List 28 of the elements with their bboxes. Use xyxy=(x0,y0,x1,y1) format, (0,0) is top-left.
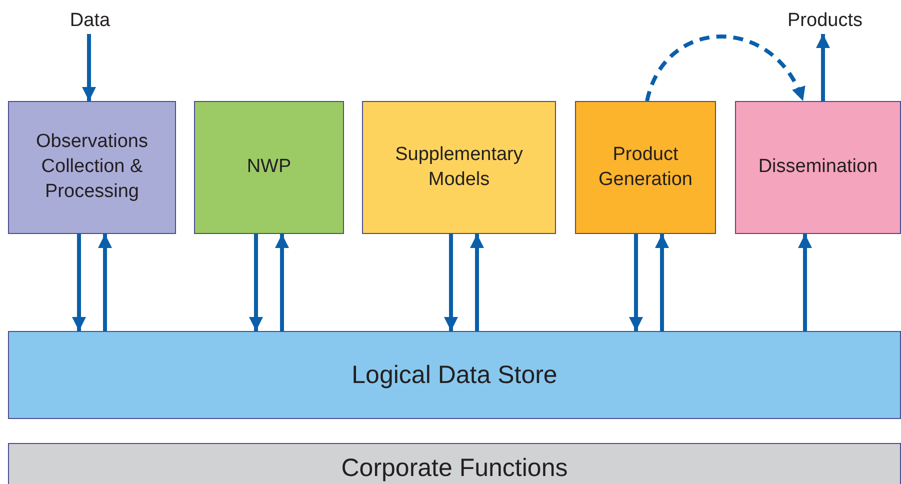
arrow xyxy=(816,34,830,101)
process-box xyxy=(194,101,344,234)
box-label: NWP xyxy=(246,155,292,180)
process-box xyxy=(362,101,556,234)
arrow xyxy=(798,234,812,331)
arrow xyxy=(82,34,96,101)
box-label: Logical Data Store xyxy=(352,360,558,391)
process-box xyxy=(8,101,176,234)
input-label: Data xyxy=(70,8,110,33)
arrow xyxy=(72,234,86,331)
functions-bar xyxy=(8,443,901,484)
arrow xyxy=(470,234,484,331)
data-store-bar xyxy=(8,331,901,419)
arrow xyxy=(275,234,289,331)
arrow xyxy=(629,234,643,331)
box-label: Product Generation xyxy=(597,142,694,192)
arrow xyxy=(444,234,458,331)
arrow xyxy=(249,234,263,331)
arrow xyxy=(98,234,112,331)
output-label: Products xyxy=(788,8,862,33)
box-label: Supplementary Models xyxy=(394,142,524,192)
box-label: Dissemination xyxy=(758,155,878,180)
arrow xyxy=(655,234,669,331)
process-box xyxy=(575,101,716,234)
box-label: Corporate Functions xyxy=(341,453,568,484)
dashed-arrow xyxy=(645,34,805,102)
box-label: Observations Collection & Processing xyxy=(35,130,149,204)
process-box xyxy=(735,101,901,234)
